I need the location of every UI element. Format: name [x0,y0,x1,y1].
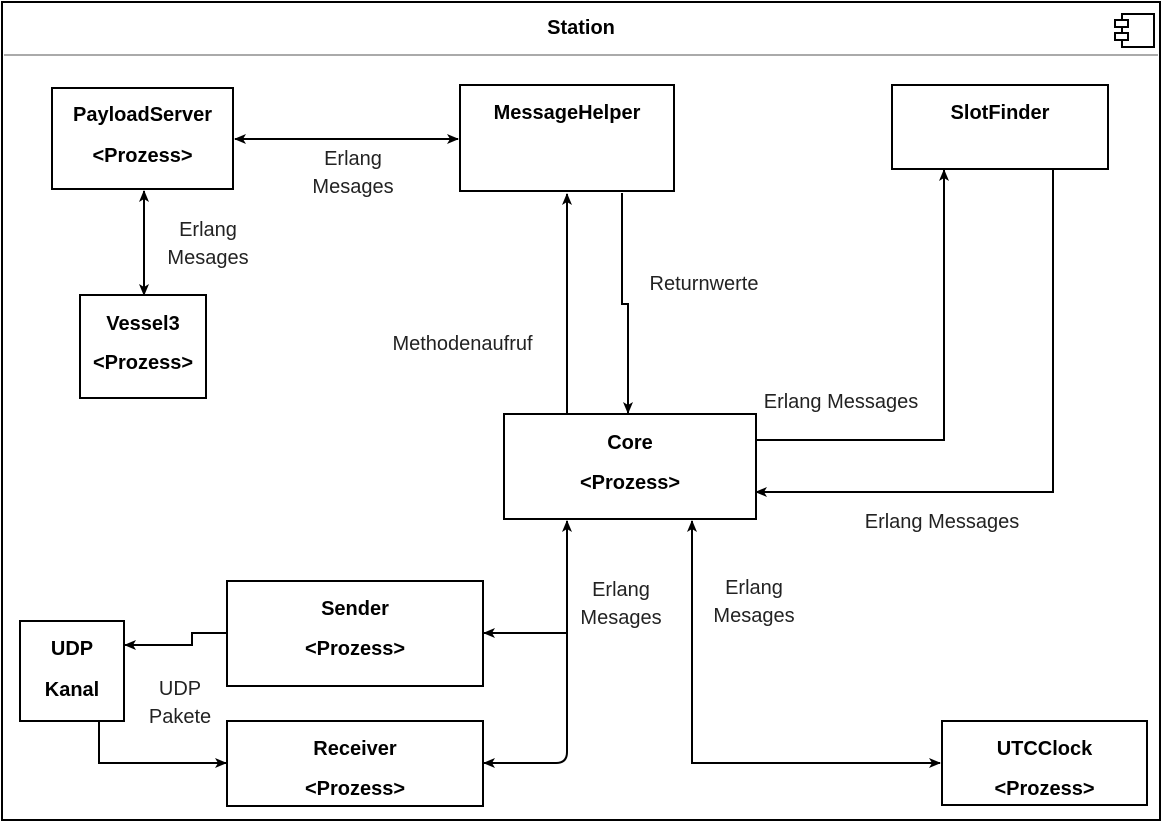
label-line: Methodenaufruf [392,333,533,355]
label-payload-vessel: Erlang Mesages [148,216,268,272]
label-line: Mesages [713,605,795,627]
node-core-stereotype: <Prozess> [579,472,681,494]
node-udp-name2: Kanal [44,679,100,701]
edge-sender-udp [124,632,227,650]
node-core: Core <Prozess> [503,413,757,520]
edge-slotfinder-core [755,170,1054,497]
uml-component-icon [1114,13,1155,48]
label-payload-messagehelper: Erlang Mesages [293,145,413,201]
node-payloadserver: PayloadServer <Prozess> [51,87,234,190]
label-udp-pakete: UDP Pakete [130,675,230,731]
node-slotfinder: SlotFinder [891,84,1109,170]
label-line: UDP [158,678,202,700]
node-slotfinder-name: SlotFinder [950,102,1050,124]
label-line: Erlang Messages [864,511,1020,533]
label-line: Erlang [725,577,783,599]
label-line: Mesages [580,607,662,629]
label-line: Mesages [167,247,249,269]
node-payloadserver-name: PayloadServer [73,104,212,126]
edge-core-receiver [483,520,572,768]
label-line: Mesages [312,176,394,198]
node-receiver-stereotype: <Prozess> [304,778,406,800]
edge-core-utcclock [687,520,941,768]
node-vessel3: Vessel3 <Prozess> [79,294,207,399]
label-slotfinder-core: Erlang Messages [846,508,1038,536]
label-core-slotfinder: Erlang Messages [745,388,937,416]
label-line: Pakete [148,706,212,728]
label-line: Erlang [592,579,650,601]
node-vessel3-stereotype: <Prozess> [92,352,194,374]
label-line: Erlang [324,148,382,170]
label-messagehelper-core: Returnwerte [634,270,774,298]
node-core-name: Core [607,432,653,454]
label-core-sender-receiver: Erlang Mesages [562,576,680,632]
label-line: Erlang [179,219,237,241]
node-payloadserver-stereotype: <Prozess> [92,145,193,167]
edge-core-slotfinder [756,169,949,441]
node-receiver-name: Receiver [313,738,397,760]
node-sender-stereotype: <Prozess> [304,638,406,660]
node-utcclock-stereotype: <Prozess> [994,778,1095,800]
node-messagehelper-name: MessageHelper [493,102,641,124]
station-title: Station [547,17,615,39]
node-sender: Sender <Prozess> [226,580,484,687]
node-utcclock-name: UTCClock [996,738,1093,760]
node-udp-name: UDP [50,638,94,660]
node-sender-name: Sender [321,598,389,620]
node-messagehelper: MessageHelper [459,84,675,192]
edge-udp-receiver [98,721,227,768]
label-core-messagehelper: Methodenaufruf [370,330,555,358]
node-vessel3-name: Vessel3 [106,313,180,335]
edge-messagehelper-core [621,193,633,414]
node-utcclock: UTCClock <Prozess> [941,720,1148,806]
label-core-utcclock: Erlang Mesages [695,574,813,630]
label-line: Returnwerte [649,273,759,295]
node-receiver: Receiver <Prozess> [226,720,484,807]
label-line: Erlang Messages [763,391,919,413]
node-udp-kanal: UDP Kanal [19,620,125,722]
